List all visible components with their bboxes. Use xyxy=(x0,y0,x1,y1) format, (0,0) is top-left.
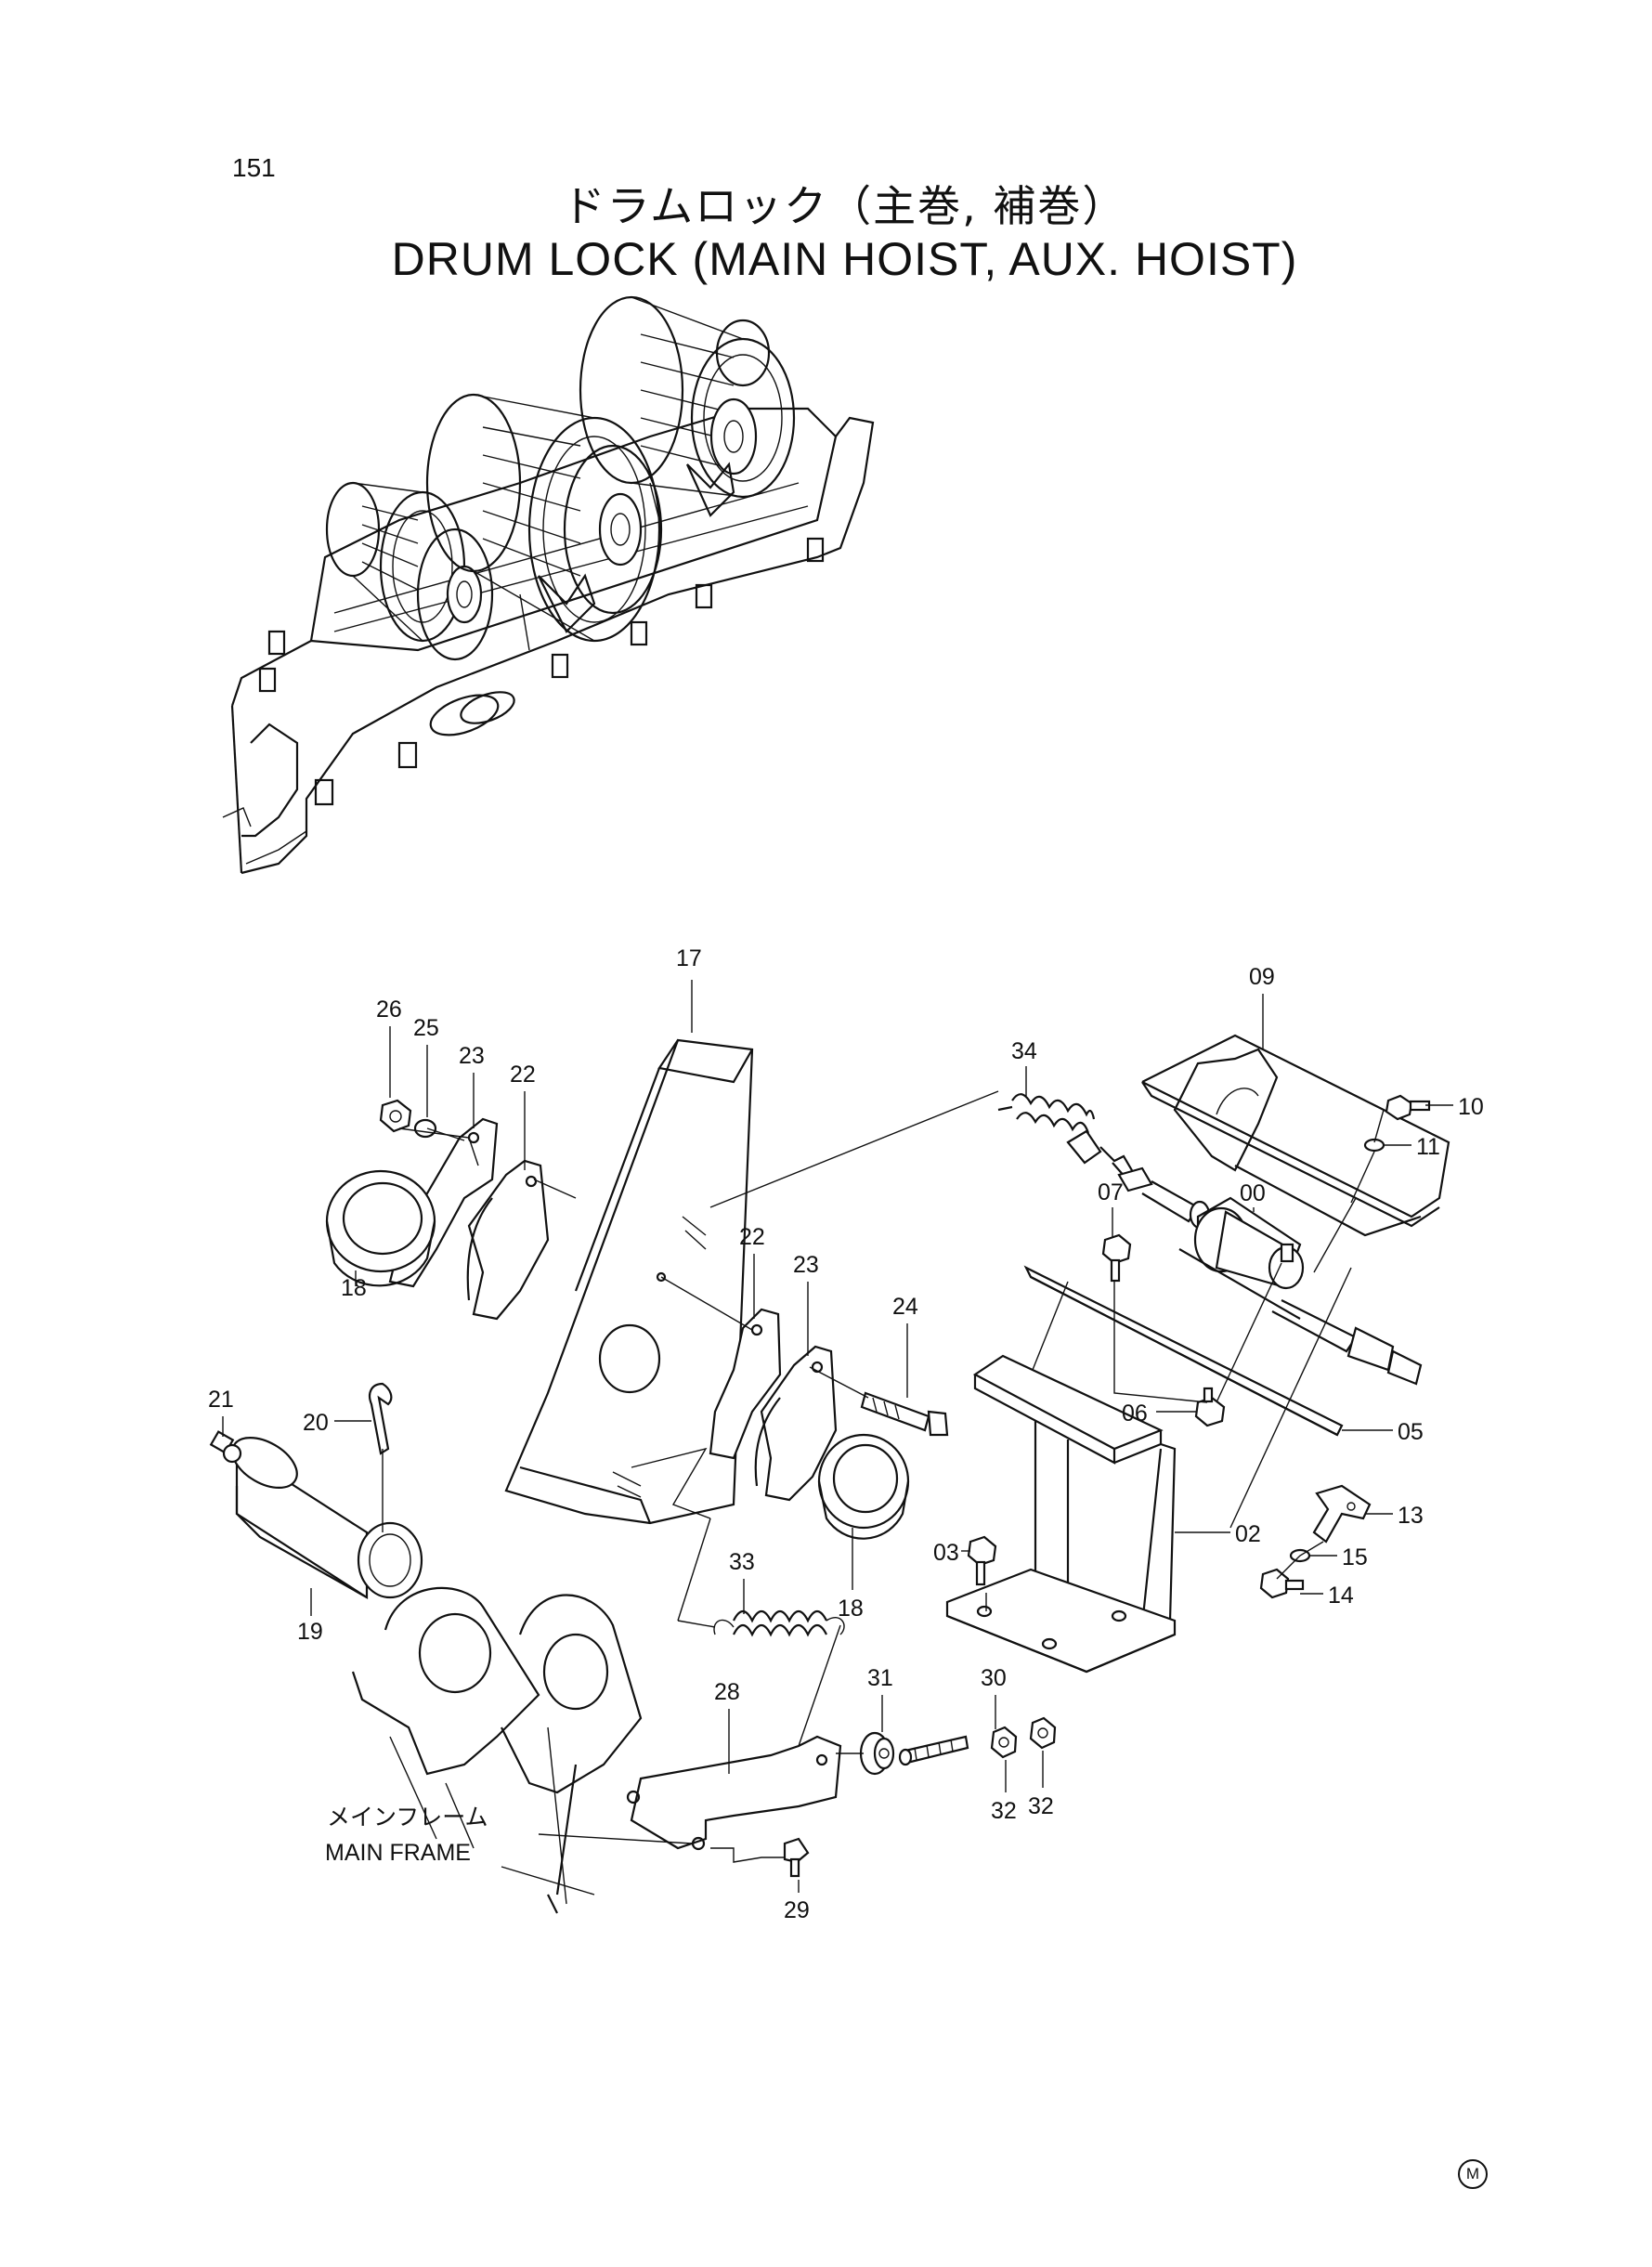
callout-02: 02 xyxy=(1235,1521,1261,1547)
washer-25 xyxy=(413,1118,437,1139)
callout-19: 19 xyxy=(297,1619,323,1645)
callout-15: 15 xyxy=(1342,1544,1368,1570)
callout-00: 00 xyxy=(1240,1180,1266,1206)
callout-07: 07 xyxy=(1098,1179,1124,1205)
registered-mark: M xyxy=(1458,2159,1488,2189)
main-frame-label-en: MAIN FRAME xyxy=(325,1840,471,1866)
callout-06: 06 xyxy=(1122,1401,1148,1427)
bolt-14 xyxy=(1259,1568,1305,1599)
cover-09 xyxy=(1141,1034,1450,1237)
bracket-02 xyxy=(945,1354,1177,1674)
callout-17: 17 xyxy=(676,945,702,971)
drum-lock-exploded-view xyxy=(209,980,1453,1914)
callout-23-left: 23 xyxy=(459,1043,485,1069)
callout-22-left: 22 xyxy=(510,1062,536,1088)
winch-assembly-illustration xyxy=(222,295,875,875)
callout-32-right: 32 xyxy=(1028,1793,1054,1819)
bolt-07 xyxy=(1101,1233,1132,1283)
callout-05: 05 xyxy=(1398,1419,1424,1445)
solenoid-00 xyxy=(1178,1196,1423,1386)
bolt-29 xyxy=(783,1837,810,1878)
bushing-18-right xyxy=(817,1433,910,1540)
callout-23-right: 23 xyxy=(793,1252,819,1278)
callout-21: 21 xyxy=(208,1387,234,1413)
callout-03: 03 xyxy=(933,1540,959,1566)
callout-33: 33 xyxy=(729,1549,755,1575)
nut-32-left xyxy=(990,1726,1018,1759)
arm-17 xyxy=(504,1038,754,1525)
callout-numbers: 17 26 25 23 22 18 22 23 24 18 21 20 19 3… xyxy=(208,945,1484,1923)
bracket-13 xyxy=(1312,1484,1372,1544)
callout-34: 34 xyxy=(1011,1038,1037,1064)
plates-22-23-right xyxy=(709,1308,838,1502)
bolt-24 xyxy=(860,1391,949,1437)
callout-20: 20 xyxy=(303,1410,329,1436)
callout-10: 10 xyxy=(1458,1094,1484,1120)
nut-26 xyxy=(379,1099,412,1133)
callout-32-left: 32 xyxy=(991,1798,1017,1824)
callout-22-right: 22 xyxy=(739,1224,765,1250)
callout-28: 28 xyxy=(714,1679,740,1705)
callout-14: 14 xyxy=(1328,1583,1354,1609)
nut-32-right xyxy=(1029,1716,1057,1750)
bolt-06 xyxy=(1194,1387,1226,1427)
cable-rod xyxy=(1066,1129,1211,1230)
callout-30: 30 xyxy=(981,1665,1007,1691)
bolt-10 xyxy=(1385,1094,1431,1121)
bushing-18-left xyxy=(325,1169,436,1287)
callout-11: 11 xyxy=(1416,1134,1440,1160)
callout-09: 09 xyxy=(1249,964,1275,990)
callout-26: 26 xyxy=(376,997,402,1023)
bolt-03 xyxy=(967,1535,997,1611)
bolt-30 xyxy=(898,1735,969,1766)
callout-29: 29 xyxy=(784,1897,810,1923)
page-number: 151 xyxy=(232,153,276,182)
spring-34 xyxy=(997,1093,1096,1134)
callout-25: 25 xyxy=(413,1015,439,1041)
split-pin-20 xyxy=(368,1382,393,1455)
spacer-31 xyxy=(859,1731,895,1776)
callout-18-right: 18 xyxy=(838,1596,864,1622)
main-frame-outline xyxy=(351,1586,643,1914)
grease-fitting-21 xyxy=(209,1430,242,1464)
title-japanese: ドラムロック（主巻, 補巻） xyxy=(562,181,1127,231)
main-frame-label-jp: メインフレーム xyxy=(327,1804,488,1831)
bracket-28 xyxy=(626,1735,842,1851)
callout-13: 13 xyxy=(1398,1503,1424,1529)
pin-19 xyxy=(231,1436,423,1600)
callout-18-left: 18 xyxy=(341,1275,367,1301)
title-english: DRUM LOCK (MAIN HOIST, AUX. HOIST) xyxy=(391,233,1298,285)
callout-31: 31 xyxy=(867,1665,893,1691)
spring-33 xyxy=(713,1609,845,1637)
callout-24: 24 xyxy=(892,1294,918,1320)
